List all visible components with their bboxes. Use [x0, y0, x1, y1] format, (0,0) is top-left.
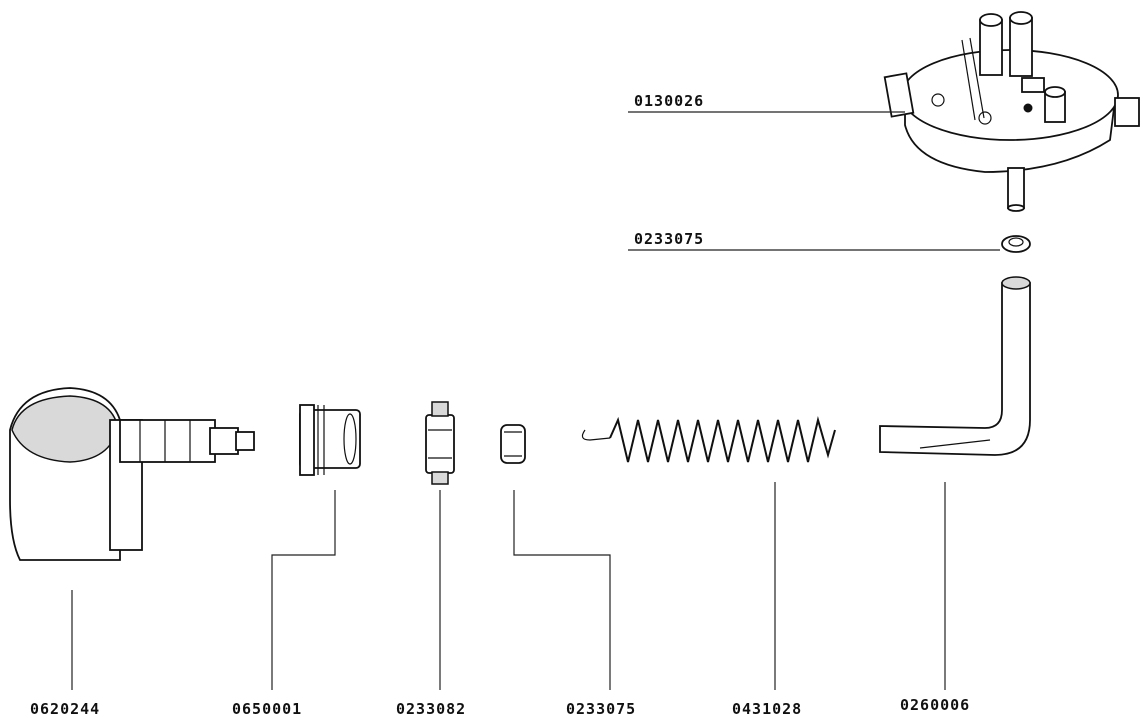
- label-seal-bottom: 0233075: [566, 700, 636, 718]
- label-tube: 0260006: [900, 696, 970, 714]
- grommet-part: [299, 404, 361, 476]
- coil-spring-part: [581, 416, 836, 463]
- leader-seal-bottom: [513, 490, 611, 690]
- sleeve-part: [425, 401, 455, 485]
- pressure-switch-part: [883, 11, 1140, 212]
- label-spring: 0431028: [732, 700, 802, 718]
- seal-small-part: [500, 424, 526, 464]
- label-sleeve: 0233082: [396, 700, 466, 718]
- leader-grommet: [271, 490, 336, 690]
- label-grommet: 0650001: [232, 700, 302, 718]
- label-pressure-switch: 0130026: [634, 92, 704, 110]
- cap-connector-part: [9, 387, 255, 561]
- bent-tube-part: [879, 276, 1031, 456]
- label-cap-connector: 0620244: [30, 700, 100, 718]
- label-seal-top: 0233075: [634, 230, 704, 248]
- seal-ring-top-part: [1001, 235, 1031, 253]
